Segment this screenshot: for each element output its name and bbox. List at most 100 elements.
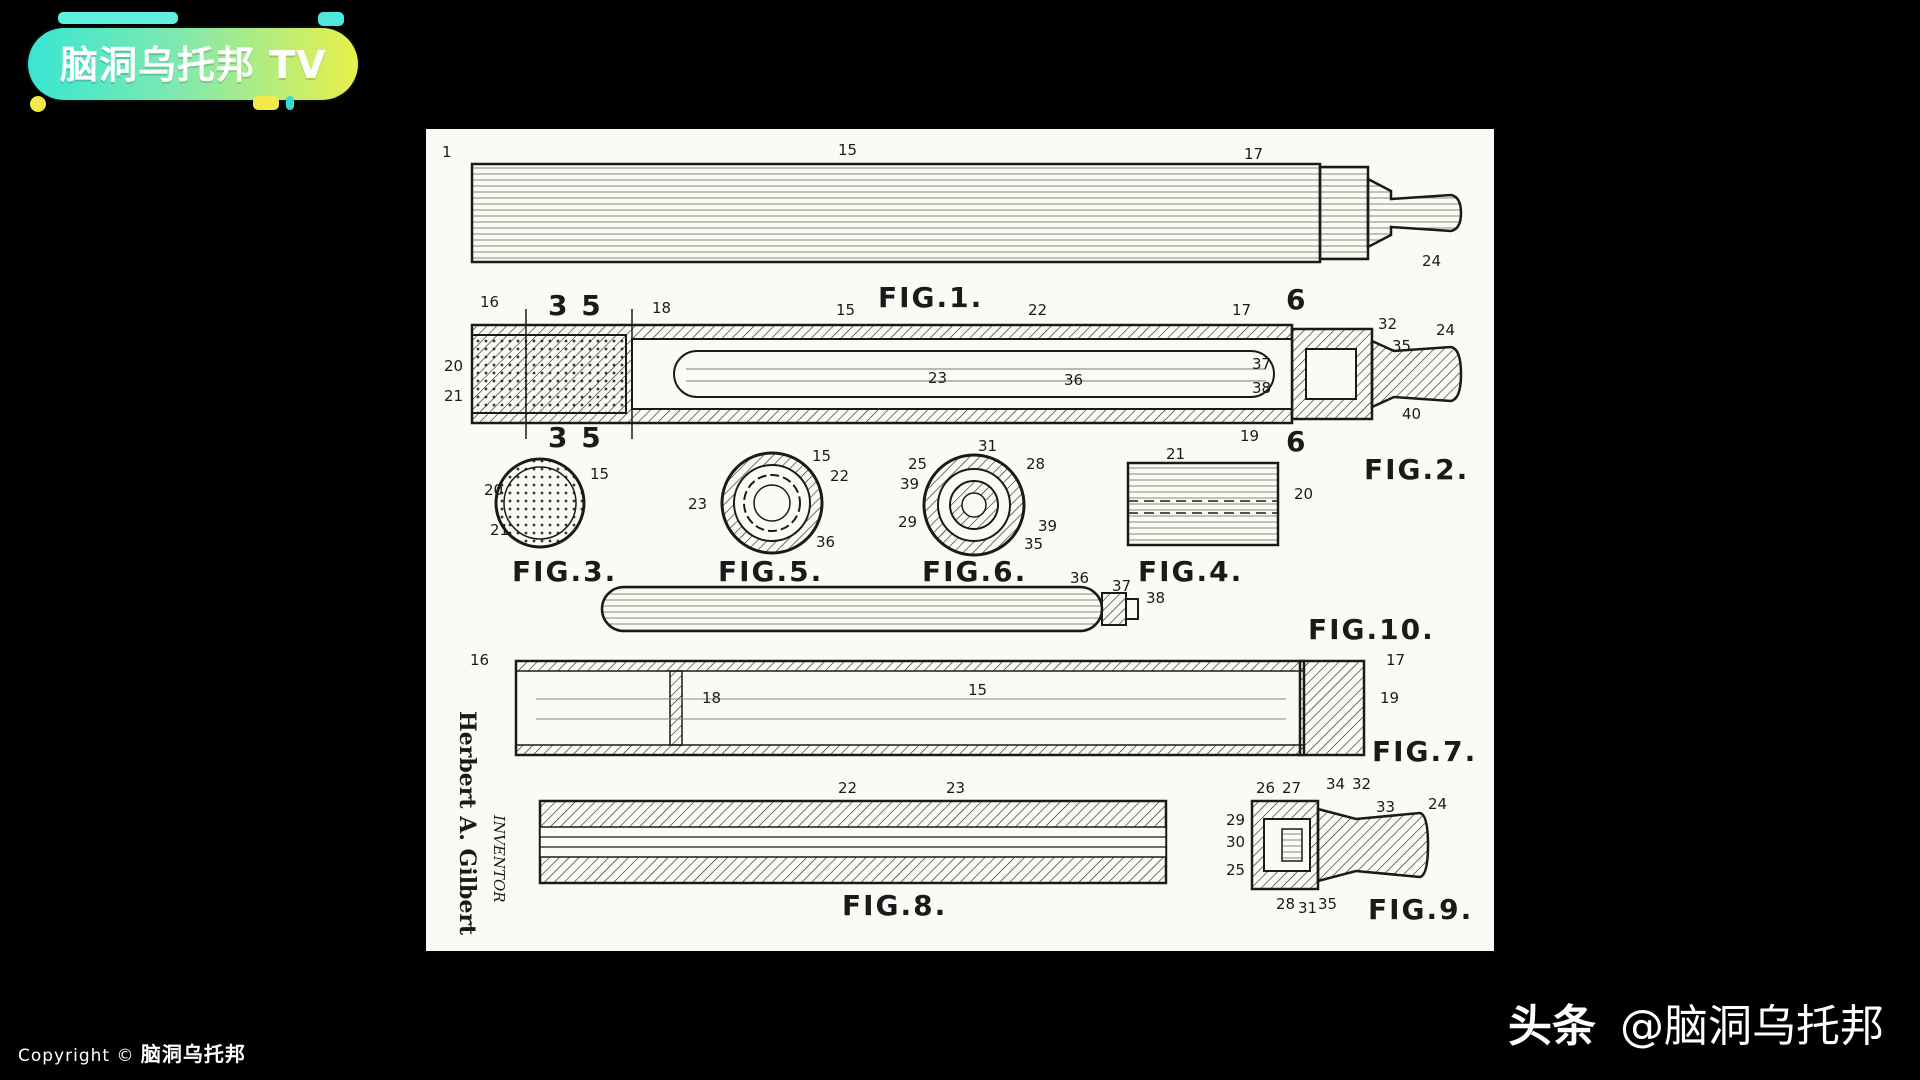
logo-decoration [286,96,294,110]
ref-19: 19 [1240,427,1259,445]
fig4-drawing: 21 20 FIG.4. [1126,445,1313,588]
ref-19: 19 [1380,689,1399,707]
ref-23: 23 [688,495,707,513]
ref-24: 24 [1428,795,1447,813]
ref-15: 15 [590,465,609,483]
copyright-brand: 脑洞乌托邦 [140,1042,246,1066]
ref-20: 20 [1294,485,1313,503]
ref-18: 18 [702,689,721,707]
ref-36: 36 [816,533,835,551]
ref-29: 29 [1226,811,1245,829]
ref-22: 22 [1028,301,1047,319]
fig6-drawing: 31 25 28 39 29 39 35 FIG.6. [898,437,1057,588]
fig7-drawing: 16 18 15 17 19 FIG.7. [470,651,1477,768]
copyright-symbol: © [116,1046,135,1066]
ref-20: 20 [444,357,463,375]
ref-31: 31 [978,437,997,455]
section-35-bottom: 3 5 [548,421,603,454]
ref-39: 39 [1038,517,1057,535]
ref-30: 30 [1226,833,1245,851]
ref-24: 24 [1436,321,1455,339]
platform-watermark: 头条 @脑洞乌托邦 [1508,990,1884,1054]
ref-33: 33 [1376,798,1395,816]
ref-38: 38 [1146,589,1165,607]
ref-18: 18 [652,299,671,317]
fig9-drawing: 26 27 34 32 33 24 29 30 25 28 31 35 FIG.… [1226,775,1473,926]
copyright-prefix: Copyright [18,1046,111,1066]
ref-32: 32 [1378,315,1397,333]
patent-drawing: 15 17 24 1 FIG.1. 3 5 3 5 6 6 16 18 15 [426,129,1494,951]
fig10-drawing: 36 37 38 FIG.10. [600,569,1435,646]
ref-20: 20 [484,481,503,499]
fig1-label: FIG.1. [878,281,983,314]
logo-decoration [58,12,178,24]
ref-15: 15 [836,301,855,319]
ref-22: 22 [838,779,857,797]
ref-21: 21 [444,387,463,405]
ref-29: 29 [898,513,917,531]
inventor-name: Herbert A. Gilbert [454,711,480,936]
fig8-drawing: 22 23 FIG.8. [538,779,1168,922]
ref-38: 38 [1252,379,1271,397]
logo-decoration [253,96,279,110]
ref-16: 16 [480,293,499,311]
ref-39: 39 [900,475,919,493]
fig9-label: FIG.9. [1368,893,1473,926]
ref-27: 27 [1282,779,1301,797]
ref-35: 35 [1318,895,1337,913]
ref-28: 28 [1276,895,1295,913]
logo-decoration [30,96,46,112]
ref-25: 25 [908,455,927,473]
fig8-label: FIG.8. [842,889,947,922]
fig4-label: FIG.4. [1138,555,1243,588]
fig7-label: FIG.7. [1372,735,1477,768]
ref-16: 16 [470,651,489,669]
fig1-drawing: 15 17 24 1 FIG.1. [442,141,1463,314]
fig2-drawing: 3 5 3 5 6 6 16 18 15 22 20 21 23 36 17 3… [444,283,1469,486]
ref-40: 40 [1402,405,1421,423]
fig2-label: FIG.2. [1364,453,1469,486]
fig6-label: FIG.6. [922,555,1027,588]
ref-35: 35 [1392,337,1411,355]
ref-35: 35 [1024,535,1043,553]
section-6-bottom: 6 [1286,425,1307,458]
ref-17: 17 [1386,651,1405,669]
ref-1: 1 [442,143,452,161]
ref-24: 24 [1422,252,1441,270]
ref-31: 31 [1298,899,1317,917]
fig3-label: FIG.3. [512,555,617,588]
fig10-label: FIG.10. [1308,613,1435,646]
ref-21: 21 [1166,445,1185,463]
section-35-top: 3 5 [548,289,603,322]
logo-decoration [318,12,344,26]
ref-34: 34 [1326,775,1345,793]
ref-15: 15 [968,681,987,699]
ref-23: 23 [946,779,965,797]
ref-21: 21 [490,521,509,539]
ref-25: 25 [1226,861,1245,879]
section-6-top: 6 [1286,283,1307,316]
ref-32: 32 [1352,775,1371,793]
watermark-platform: 头条 [1508,1001,1596,1052]
ref-36: 36 [1070,569,1089,587]
inventor-caption: INVENTOR [490,814,508,903]
watermark-handle: @脑洞乌托邦 [1620,1001,1884,1052]
ref-23: 23 [928,369,947,387]
logo-pill [28,28,358,100]
ref-28: 28 [1026,455,1045,473]
ref-22: 22 [830,467,849,485]
ref-17: 17 [1232,301,1251,319]
inventor-block: Herbert A. Gilbert INVENTOR [454,711,508,936]
patent-svg: 15 17 24 1 FIG.1. 3 5 3 5 6 6 16 18 15 [442,141,1477,936]
fig5-label: FIG.5. [718,555,823,588]
fig5-drawing: 15 22 23 36 FIG.5. [688,447,849,588]
copyright-notice: Copyright © 脑洞乌托邦 [18,1038,246,1067]
ref-37: 37 [1112,577,1131,595]
fig3-drawing: 15 20 21 FIG.3. [484,457,617,588]
ref-26: 26 [1256,779,1275,797]
ref-15: 15 [812,447,831,465]
channel-logo: 脑洞乌托邦 TV [28,12,358,112]
logo-text: 脑洞乌托邦 TV [60,43,327,87]
ref-36: 36 [1064,371,1083,389]
ref-15: 15 [838,141,857,159]
